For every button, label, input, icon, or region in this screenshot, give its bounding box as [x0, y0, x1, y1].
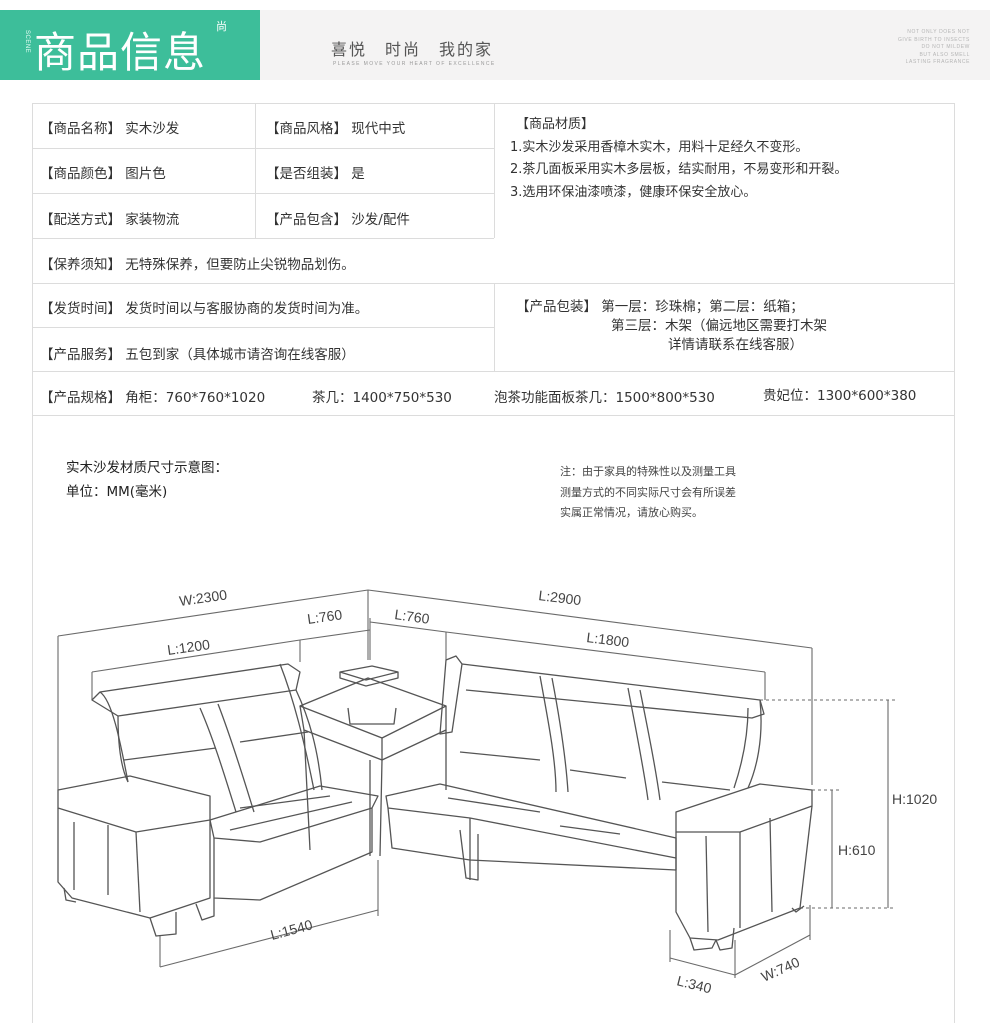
header-note-line: LASTING FRAGRANCE [905, 59, 970, 65]
assembly-required: 【是否组装】 是 [266, 166, 365, 182]
header-note-line: DO NOT MILDEW [921, 44, 970, 50]
table-divider [32, 283, 955, 284]
dim-l2900: L:2900 [538, 587, 583, 608]
dim-l1800: L:1800 [586, 629, 631, 650]
dim-l1540: L:1540 [269, 916, 315, 943]
product-includes: 【产品包含】 沙发/配件 [266, 212, 410, 228]
header-note-line: BUT ALSO SMELL [919, 51, 970, 58]
dim-w2300: W:2300 [178, 586, 228, 609]
packaging-line: 【产品包装】 第一层：珍珠棉；第二层：纸箱； [516, 299, 804, 315]
product-color: 【商品颜色】 图片色 [40, 166, 166, 182]
table-divider [32, 371, 955, 372]
spec-corner: 【产品规格】 角柜：760*760*1020 [40, 390, 266, 406]
dim-h610: H:610 [838, 842, 876, 858]
title-badge: 尚 [216, 20, 227, 33]
info-table [32, 103, 955, 1023]
table-divider [32, 238, 494, 239]
header-note: NOT ONLY DOES NOT GIVE BIRTH TO INSECTS … [898, 29, 970, 67]
page-title: 商品信息 [34, 28, 207, 77]
table-divider [494, 283, 495, 371]
packaging-line: 详情请联系在线客服） [668, 337, 803, 353]
ship-time: 【发货时间】 发货时间以与客服协商的发货时间为准。 [40, 301, 369, 317]
delivery-method: 【配送方式】 家装物流 [40, 212, 180, 228]
header-note-line: NOT ONLY DOES NOT [907, 29, 970, 35]
material-title: 【商品材质】 [516, 117, 595, 132]
dim-l340: L:340 [675, 972, 713, 996]
table-divider [32, 193, 494, 194]
scene-label: SCENE [24, 30, 30, 54]
spec-tea-table: 茶几：1400*750*530 [312, 390, 452, 406]
diagram-title: 实木沙发材质尺寸示意图： [66, 460, 228, 476]
dim-h1020: H:1020 [892, 791, 937, 807]
diagram-unit: 单位：MM(毫米) [66, 484, 168, 500]
product-name: 【商品名称】 实木沙发 [40, 121, 180, 137]
diagram-note-line: 测量方式的不同实际尺寸会有所误差 [560, 485, 736, 499]
slogan: 喜悦 时尚 我的家 [331, 40, 494, 59]
spec-tea-panel-table: 泡茶功能面板茶几：1500*800*530 [494, 390, 715, 406]
dim-l760-right: L:760 [394, 606, 431, 627]
header-note-line: GIVE BIRTH TO INSECTS [897, 36, 970, 43]
product-service: 【产品服务】 五包到家（具体城市请咨询在线客服） [40, 347, 355, 363]
spec-chaise: 贵妃位：1300*600*380 [763, 388, 917, 404]
table-divider [494, 103, 495, 238]
material-block: 【商品材质】 1.实木沙发采用香樟木实木，用料十足经久不变形。 2.茶几面板采用… [510, 114, 847, 204]
table-divider [255, 103, 256, 238]
dim-l1200: L:1200 [166, 636, 211, 658]
dimension-lines [57, 589, 896, 978]
dim-l760-left: L:760 [306, 606, 343, 627]
material-line: 1.实木沙发采用香樟木实木，用料十足经久不变形。 [510, 139, 809, 155]
product-style: 【商品风格】 现代中式 [266, 121, 406, 137]
table-divider [32, 148, 494, 149]
diagram-note-line: 实属正常情况，请放心购买。 [560, 506, 703, 519]
material-line: 2.茶几面板采用实木多层板，结实耐用，不易变形和开裂。 [510, 162, 848, 177]
table-divider [32, 327, 494, 328]
material-line: 3.选用环保油漆喷漆，健康环保安全放心。 [510, 184, 757, 200]
table-divider [32, 415, 955, 416]
care-instructions: 【保养须知】 无特殊保养，但要防止尖锐物品划伤。 [40, 257, 355, 273]
sofa-outline [57, 655, 813, 951]
diagram-heading: 实木沙发材质尺寸示意图： 单位：MM(毫米) [66, 456, 228, 504]
title-block [0, 10, 260, 80]
diagram-note-line: 注：由于家具的特殊性以及测量工具 [560, 465, 736, 478]
packaging-line: 第三层：木架（偏远地区需要打木架 [611, 318, 827, 334]
diagram-note: 注：由于家具的特殊性以及测量工具 测量方式的不同实际尺寸会有所误差 实属正常情况… [560, 462, 736, 524]
slogan-english: PLEASE MOVE YOUR HEART OF EXCELLENCE [333, 61, 496, 67]
